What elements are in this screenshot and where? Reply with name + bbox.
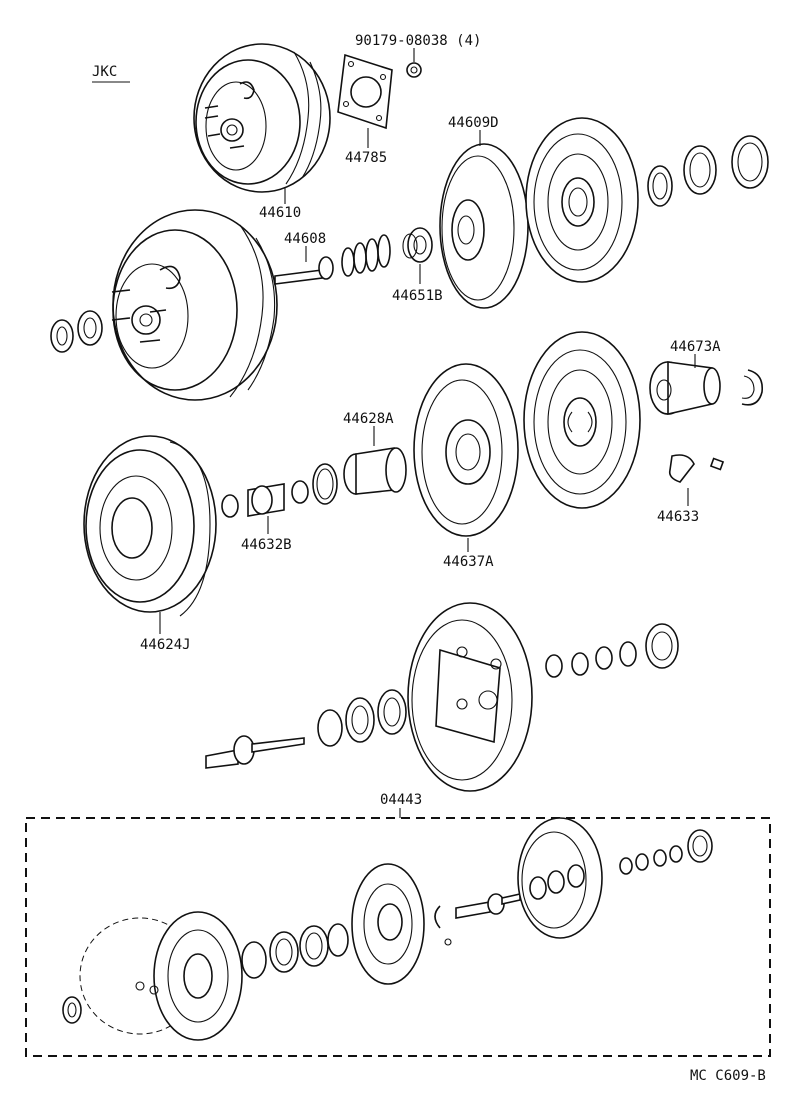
kit-diaphragm xyxy=(351,863,425,985)
diaphragm-plate-44609D xyxy=(439,143,529,309)
label-44651B: 44651B xyxy=(392,288,443,304)
variant-label: JKC xyxy=(92,64,117,80)
kit-shell-rear xyxy=(79,911,243,1041)
shell-44624J xyxy=(83,435,217,617)
label-44628A: 44628A xyxy=(343,411,394,427)
diaphragm-rubber-top xyxy=(525,117,639,283)
figure-code: MC C609-B xyxy=(690,1068,766,1084)
seal-stack-lower-right xyxy=(545,623,679,678)
valve-44632B xyxy=(221,480,309,518)
label-44608: 44608 xyxy=(284,231,326,247)
label-44609D: 44609D xyxy=(448,115,499,131)
label-44785: 44785 xyxy=(345,150,387,166)
return-spring xyxy=(341,234,391,277)
label-44610: 44610 xyxy=(259,205,301,221)
label-44632B: 44632B xyxy=(241,537,292,553)
push-rod-44608 xyxy=(274,256,334,285)
kit-valve-rod xyxy=(434,893,521,946)
kit-seal-front xyxy=(62,996,82,1024)
diaphragm-rubber-middle xyxy=(523,331,641,509)
seal-booster-front xyxy=(50,310,103,353)
kit-front-shell xyxy=(517,817,603,939)
kit-04443-box xyxy=(25,817,771,1057)
kit-rings xyxy=(241,923,349,979)
operating-rod-lower xyxy=(205,689,407,769)
booster-body-main xyxy=(111,209,278,401)
label-90179-08038: 90179-08038 (4) xyxy=(355,33,481,49)
key-44633 xyxy=(668,454,725,483)
label-44637A: 44637A xyxy=(443,554,494,570)
label-04443: 04443 xyxy=(380,792,422,808)
kit-seal-stack xyxy=(619,829,713,875)
booster-assembly-44610 xyxy=(193,43,331,193)
gasket-44785 xyxy=(337,53,393,130)
rings-top-right xyxy=(647,135,769,207)
plate-44673A xyxy=(649,361,721,416)
rear-shell-assembly xyxy=(407,602,533,792)
plate-44651B xyxy=(402,227,433,263)
piston-44628A xyxy=(343,447,407,495)
snap-ring-right xyxy=(741,369,764,406)
label-44633: 44633 xyxy=(657,509,699,525)
label-44624J: 44624J xyxy=(140,637,191,653)
label-44673A: 44673A xyxy=(670,339,721,355)
diaphragm-plate-44637A xyxy=(413,363,519,537)
nut-90179-08038 xyxy=(406,62,422,78)
